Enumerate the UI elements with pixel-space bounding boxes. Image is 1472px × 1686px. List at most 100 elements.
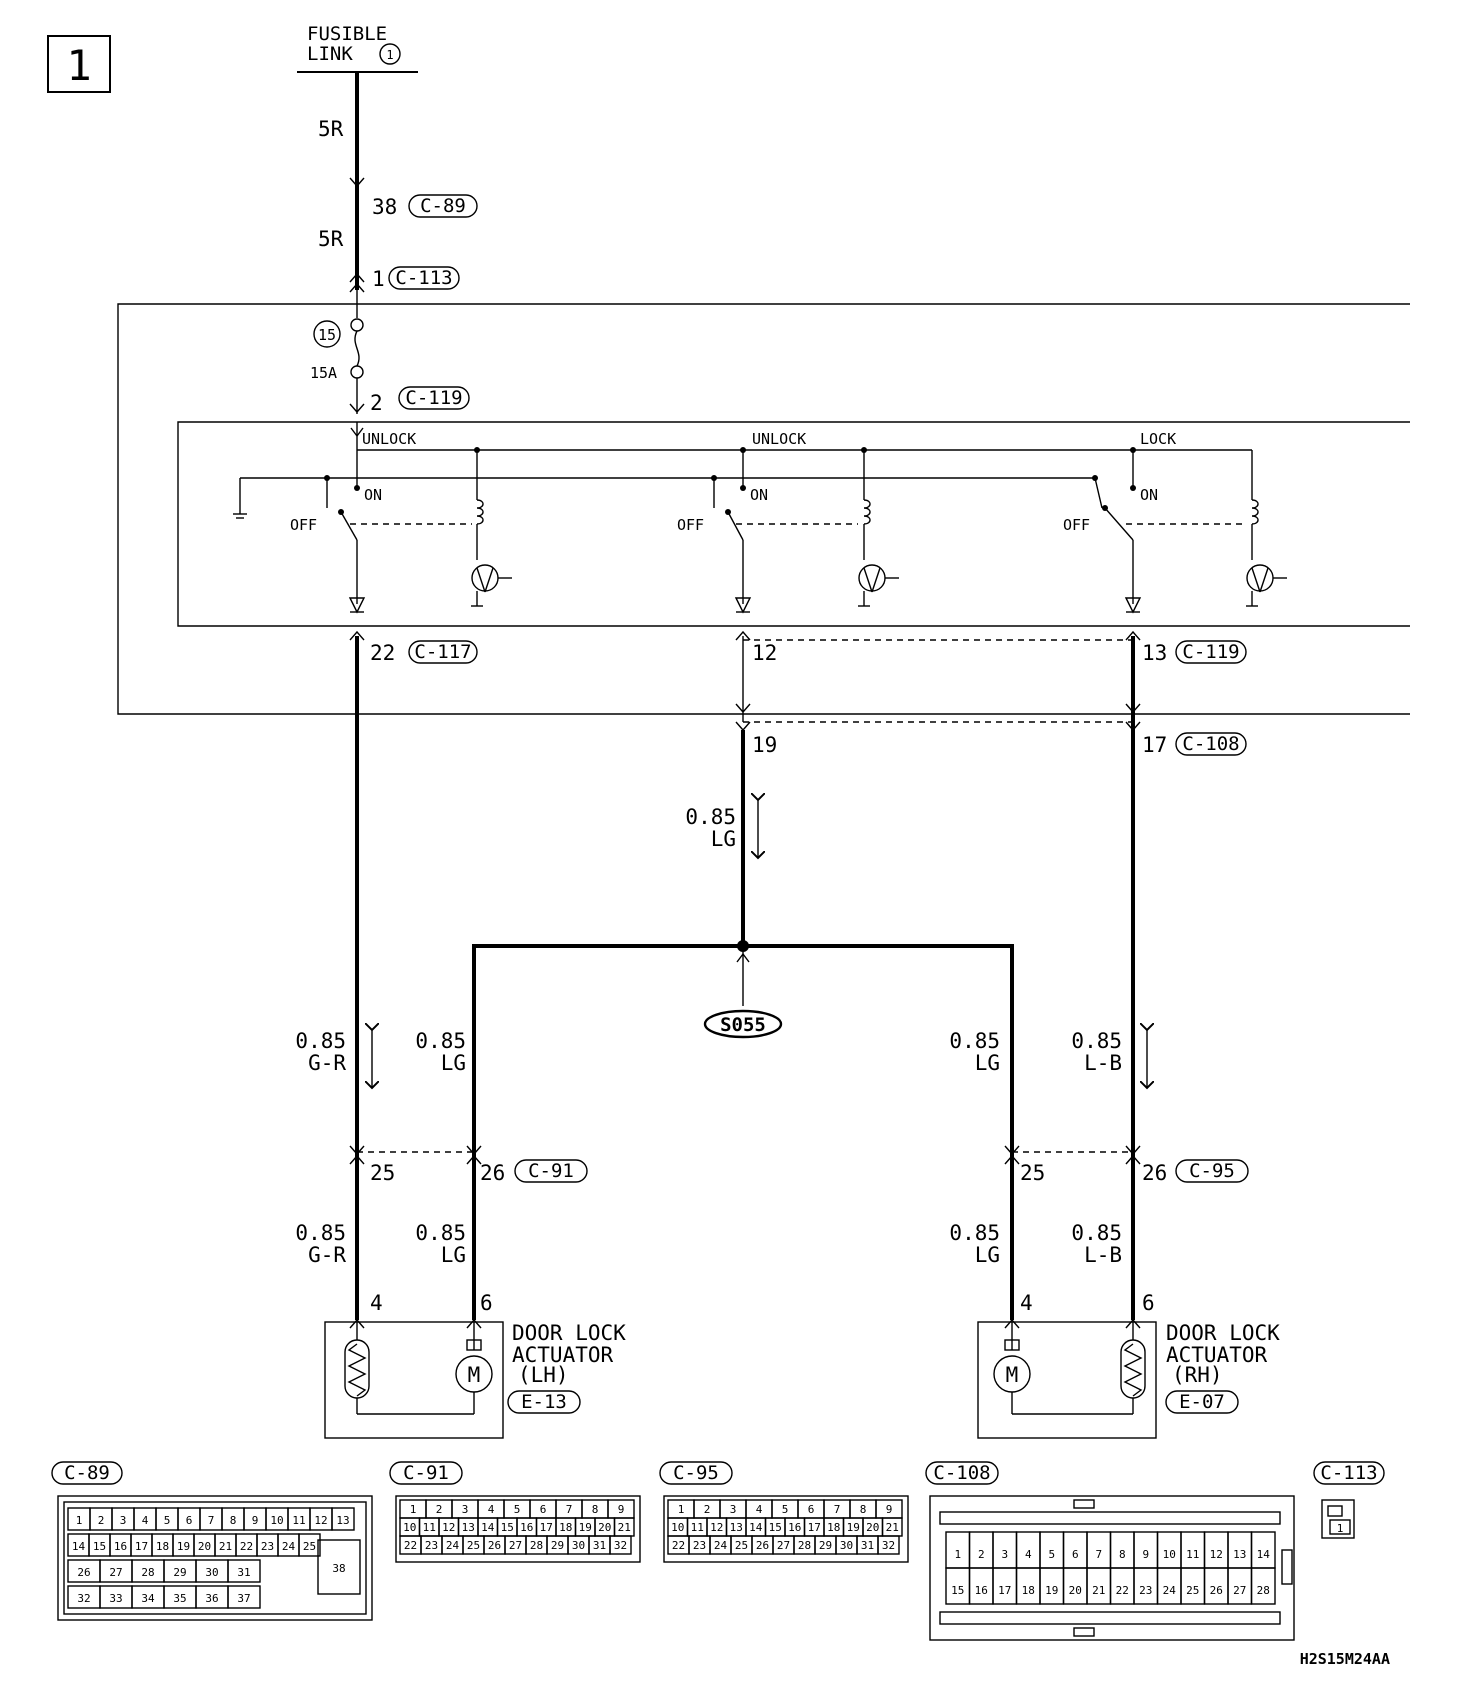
pin-number: 6 [808, 1503, 815, 1516]
junction-block-outline [117, 303, 1410, 715]
actuator-rh-label-2: ACTUATOR [1166, 1343, 1268, 1367]
pin-number: 1 [410, 1503, 417, 1516]
pin-number: 5 [164, 1514, 171, 1527]
pin-cell [877, 1535, 900, 1555]
pin-number: 2 [978, 1548, 985, 1561]
pin-number: 2 [98, 1514, 105, 1527]
pin-number: 7 [208, 1514, 215, 1527]
pin-number: 18 [827, 1521, 840, 1534]
pin-number: 8 [592, 1503, 599, 1516]
pin-number: 20 [198, 1540, 211, 1553]
pin-number: 27 [509, 1539, 522, 1552]
pin-38: 38 [372, 195, 397, 219]
pin-number: 5 [782, 1503, 789, 1516]
pin-number: 25 [303, 1540, 316, 1553]
pin-number: 21 [219, 1540, 232, 1553]
connector-c95-tag: C-95 [1189, 1160, 1235, 1182]
pin-number: 24 [446, 1539, 460, 1552]
relay-1-on: ON [364, 486, 382, 504]
relay-3-on: ON [1140, 486, 1158, 504]
fusible-link-number: 1 [386, 48, 393, 62]
pin-number: 17 [135, 1540, 148, 1553]
pin-number: 13 [336, 1514, 349, 1527]
pin-number: 25 [467, 1539, 480, 1552]
wire-color-rh-lg-low: LG [975, 1243, 1000, 1267]
pin-number: 2 [436, 1503, 443, 1516]
lh-pin-6: 6 [480, 1291, 493, 1315]
pin-number: 32 [882, 1539, 895, 1552]
pin-2: 2 [370, 391, 383, 415]
pin-number: 33 [109, 1592, 122, 1605]
c95-pin-26: 26 [1142, 1161, 1167, 1185]
fusible-link-label: FUSIBLE [307, 23, 387, 45]
pin-number: 1 [76, 1514, 83, 1527]
pin-number: 22 [404, 1539, 417, 1552]
pin-number: 16 [520, 1521, 533, 1534]
pin-number: 26 [488, 1539, 501, 1552]
pin-number: 18 [559, 1521, 572, 1534]
pin-number: 37 [237, 1592, 250, 1605]
pin-number: 16 [114, 1540, 127, 1553]
pin-number: 13 [462, 1521, 475, 1534]
pin-cell [1250, 1567, 1276, 1605]
actuator-lh-label-2: ACTUATOR [512, 1343, 614, 1367]
actuator-lh-label-1: DOOR LOCK [512, 1321, 626, 1345]
pin-number: 26 [1210, 1584, 1223, 1597]
connector-c91-tag: C-91 [528, 1160, 574, 1182]
wire-size-lh-lg-low: 0.85 [415, 1221, 466, 1245]
pin-number: 36 [205, 1592, 218, 1605]
wire-color-lh-gr: G-R [308, 1051, 346, 1075]
pin-number: 19 [1045, 1584, 1058, 1597]
actuator-rh-side: (RH) [1172, 1363, 1223, 1387]
pin-number: 25 [735, 1539, 748, 1552]
view-c113-tag: C-113 [1320, 1462, 1377, 1484]
wire-color-center: LG [711, 827, 736, 851]
actuator-rh-label-1: DOOR LOCK [1166, 1321, 1280, 1345]
pin-number: 4 [488, 1503, 495, 1516]
splice-s055: S055 [720, 1014, 766, 1036]
pin-number: 24 [714, 1539, 728, 1552]
pin-number: 10 [270, 1514, 283, 1527]
relay-2-label: UNLOCK [752, 430, 806, 448]
pin-number: 21 [886, 1521, 899, 1534]
pin-cell [331, 1507, 355, 1531]
pin-cell-large [317, 1539, 361, 1595]
pin-number: 20 [598, 1521, 611, 1534]
pin-number: 13 [730, 1521, 743, 1534]
pin-number: 15 [93, 1540, 106, 1553]
pin-number: 6 [1072, 1548, 1079, 1561]
pin-number: 5 [514, 1503, 521, 1516]
c91-pin-25: 25 [370, 1161, 395, 1185]
connector-c119-tag-b: C-119 [1182, 641, 1239, 663]
relay-unlock-rh: UNLOCK ON OFF [677, 430, 899, 614]
fuse-number: 15 [318, 326, 336, 344]
actuator-lh-side: (LH) [518, 1363, 569, 1387]
pin-number: 34 [141, 1592, 155, 1605]
pin-number: 27 [109, 1566, 122, 1579]
pin-number: 29 [173, 1566, 186, 1579]
pin-number: 15 [501, 1521, 514, 1534]
relay-2-on: ON [750, 486, 768, 504]
pin-cell [609, 1535, 632, 1555]
pin-number: 27 [777, 1539, 790, 1552]
pin-number: 13 [1233, 1548, 1246, 1561]
pin-number: 17 [998, 1584, 1011, 1597]
wire-size-rh-lb-low: 0.85 [1071, 1221, 1122, 1245]
connector-e07-tag: E-07 [1179, 1391, 1225, 1413]
lh-pin-4: 4 [370, 1291, 383, 1315]
relay-lock: LOCK ON OFF [1063, 430, 1287, 614]
pin-number: 31 [237, 1566, 250, 1579]
pin-19: 19 [752, 733, 777, 757]
wire-color-lh-gr-low: G-R [308, 1243, 346, 1267]
pin-number: 23 [1139, 1584, 1152, 1597]
connector-c119-tag: C-119 [405, 387, 462, 409]
pin-cell [298, 1533, 321, 1557]
pin-number: 8 [1119, 1548, 1126, 1561]
pin-number: 3 [1001, 1548, 1008, 1561]
pin-cell [227, 1585, 261, 1609]
pin-number: 19 [847, 1521, 860, 1534]
